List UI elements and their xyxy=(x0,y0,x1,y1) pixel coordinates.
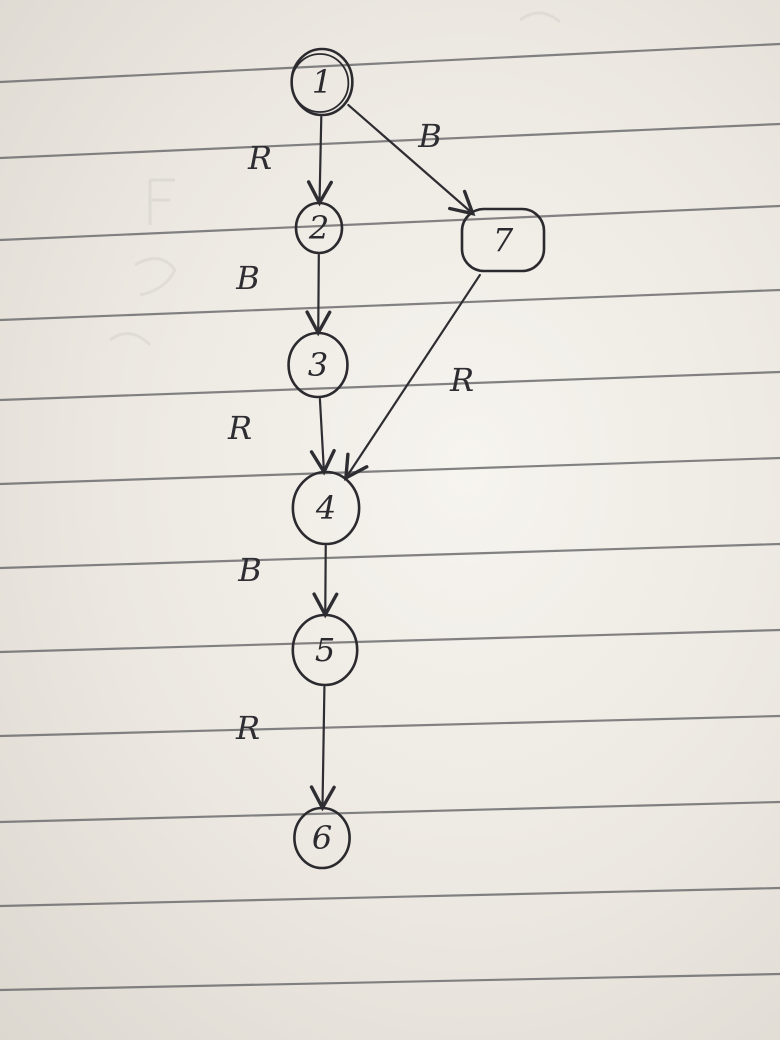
edge-label-1-2: R xyxy=(247,139,272,177)
edge-2-to-3 xyxy=(305,253,332,337)
node-shape xyxy=(291,470,361,546)
node-label: 1 xyxy=(312,63,332,101)
edge-label-2-3: B xyxy=(235,259,260,297)
node-3: 3 xyxy=(287,331,349,399)
node-6: 6 xyxy=(293,806,351,870)
edge-label-5-6: R xyxy=(235,709,260,747)
edge-label-1-7: B xyxy=(417,117,442,155)
node-shape-inner xyxy=(290,53,350,113)
node-shape xyxy=(294,201,344,255)
node-shape xyxy=(287,331,349,399)
node-5: 5 xyxy=(291,613,359,687)
ruled-lines xyxy=(0,42,780,992)
node-shape xyxy=(460,207,546,273)
node-1: 1 xyxy=(290,47,354,117)
node-label: 7 xyxy=(493,221,514,259)
node-label: 6 xyxy=(312,819,332,857)
edge-7-to-4 xyxy=(343,273,481,481)
edge-3-to-4 xyxy=(309,397,336,476)
node-label: 2 xyxy=(308,209,329,247)
edge-1-to-7 xyxy=(347,103,476,216)
node-4: 4 xyxy=(291,470,361,546)
bleed-through-marks xyxy=(109,11,561,347)
edge-label-3-4: R xyxy=(227,409,252,447)
edge-label-7-4: R xyxy=(449,361,474,399)
nodes-layer: 1 2 3 4 5 6 7 xyxy=(287,47,546,870)
node-label: 4 xyxy=(315,489,336,527)
edge-label-4-5: B xyxy=(237,551,262,589)
node-shape xyxy=(293,806,351,870)
node-7: 7 xyxy=(460,207,546,273)
node-label: 3 xyxy=(308,346,328,384)
node-2: 2 xyxy=(294,201,344,255)
edges-layer: R B B R R B R xyxy=(227,103,481,812)
edge-1-to-2 xyxy=(306,115,333,207)
node-shape xyxy=(291,613,359,687)
edge-5-to-6 xyxy=(309,685,336,812)
node-label: 5 xyxy=(315,631,335,669)
